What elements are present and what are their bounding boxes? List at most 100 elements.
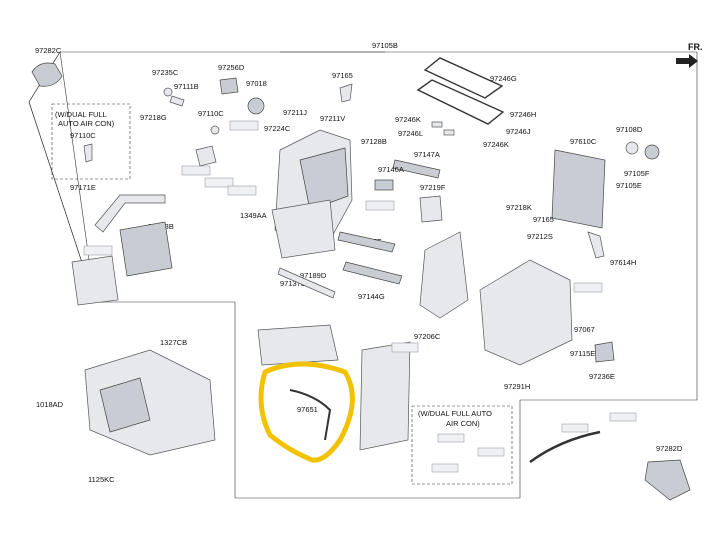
label-97110C-box: 97110C: [70, 131, 96, 140]
label-97146A: 97146A: [378, 165, 404, 174]
label-97147A: 97147A: [414, 150, 440, 159]
part-97110C-box: [83, 143, 93, 163]
part-97111B: [169, 95, 185, 107]
ref-box-3: [227, 185, 257, 196]
part-97235C: [163, 87, 173, 97]
label-97018: 97018: [246, 79, 267, 88]
part-hose-br: [529, 430, 601, 464]
label-97614H: 97614H: [610, 258, 636, 267]
label-97256D: 97256D: [218, 63, 245, 72]
part-97246H-frame: [416, 79, 505, 125]
label-97165-top: 97165: [332, 71, 353, 80]
part-actuator-left: [195, 145, 217, 167]
part-97246L: [443, 129, 455, 136]
label-97282C: 97282C: [35, 46, 62, 55]
label-97206C: 97206C: [414, 332, 441, 341]
label-1125KC: 1125KC: [88, 475, 115, 484]
part-97651-hose: [289, 389, 332, 441]
ref-box-mid: [365, 200, 395, 211]
ref-box-heater: [83, 245, 113, 256]
part-97246G-frame: [423, 57, 504, 99]
part-97144G: [342, 261, 403, 285]
part-97123B-heater-core: [119, 221, 173, 277]
label-97171E: 97171E: [70, 183, 96, 192]
part-97206C-duct: [359, 341, 411, 451]
label-97236E: 97236E: [589, 372, 615, 381]
label-97128B: 97128B: [361, 137, 387, 146]
label-97105E: 97105E: [616, 181, 642, 190]
label-97108D: 97108D: [616, 125, 643, 134]
label-97246J: 97246J: [506, 127, 531, 136]
part-97018-actuator: [247, 97, 265, 115]
ref-box-duct: [391, 342, 419, 353]
part-97212S-case: [479, 259, 573, 366]
label-97219F: 97219F: [420, 183, 446, 192]
label-97291H: 97291H: [504, 382, 530, 391]
part-case-side: [299, 147, 349, 211]
part-pte-heater: [71, 255, 119, 306]
label-97105F: 97105F: [624, 169, 650, 178]
direction-label: FR.: [688, 42, 703, 52]
part-97206C-case: [419, 231, 469, 319]
part-case-lower: [271, 199, 336, 259]
ref-box-b2: [477, 447, 505, 457]
part-97256D: [219, 77, 239, 95]
label-97211V: 97211V: [320, 114, 345, 123]
label-97235C: 97235C: [152, 68, 179, 77]
label-97246G: 97246G: [490, 74, 517, 83]
label-97137D: 97137D: [280, 279, 307, 288]
label-97211J: 97211J: [283, 108, 307, 117]
label-97144G: 97144G: [358, 292, 385, 301]
label-97218G: 97218G: [140, 113, 167, 122]
label-97067: 97067: [574, 325, 595, 334]
label-97246K-a: 97246K: [395, 115, 421, 124]
part-97610C-evaporator: [551, 149, 606, 229]
variant-note-top-2: AUTO AIR CON): [58, 119, 115, 128]
part-97282C: [31, 62, 63, 87]
ref-box-clip: [609, 412, 637, 422]
label-97212S: 97212S: [527, 232, 553, 241]
part-duct-top: [257, 324, 339, 366]
part-97614H-sensor: [587, 231, 605, 259]
label-97218K: 97218K: [506, 203, 532, 212]
label-97110C-top: 97110C: [198, 109, 224, 118]
label-97111B: 97111B: [174, 82, 199, 91]
part-97108D: [625, 141, 639, 155]
part-97189D-bracket: [277, 267, 336, 299]
ref-box-b1: [437, 433, 465, 443]
part-97246K: [431, 121, 443, 128]
ref-box-hose: [561, 423, 589, 433]
variant-box-bottom: [411, 405, 513, 485]
watermark-text: Avito: [646, 496, 720, 529]
label-1327CB: 1327CB: [160, 338, 187, 347]
watermark-logo-icon: [618, 501, 642, 525]
part-97219F: [419, 195, 443, 223]
part-97165-top: [339, 83, 353, 103]
label-97189D: 97189D: [300, 271, 327, 280]
part-97146A: [374, 179, 394, 191]
variant-note-bottom-2: AIR CON): [446, 419, 480, 428]
label-97165-right: 97165: [533, 215, 554, 224]
label-97115E: 97115E: [570, 349, 595, 358]
part-blower-motor: [99, 377, 151, 433]
label-97610C: 97610C: [570, 137, 597, 146]
ref-box-1: [181, 165, 211, 176]
ref-box-right: [573, 282, 603, 293]
ref-box-2: [204, 177, 234, 188]
highlight-marker: [258, 361, 355, 463]
label-97246K-b: 97246K: [483, 140, 509, 149]
part-97105F: [644, 144, 660, 160]
fr-arrow-icon: [676, 54, 698, 68]
ref-box-top: [229, 120, 259, 131]
variant-box-top: [51, 103, 131, 180]
label-97651: 97651: [297, 405, 318, 414]
part-97171E-pipes: [94, 194, 166, 233]
label-1018AD: 1018AD: [36, 400, 64, 409]
variant-note-top-1: (W/DUAL FULL: [55, 110, 107, 119]
label-1349AA: 1349AA: [240, 211, 267, 220]
label-97105B: 97105B: [372, 41, 398, 50]
label-97282D: 97282D: [656, 444, 683, 453]
variant-note-bottom-1: (W/DUAL FULL AUTO: [418, 409, 492, 418]
